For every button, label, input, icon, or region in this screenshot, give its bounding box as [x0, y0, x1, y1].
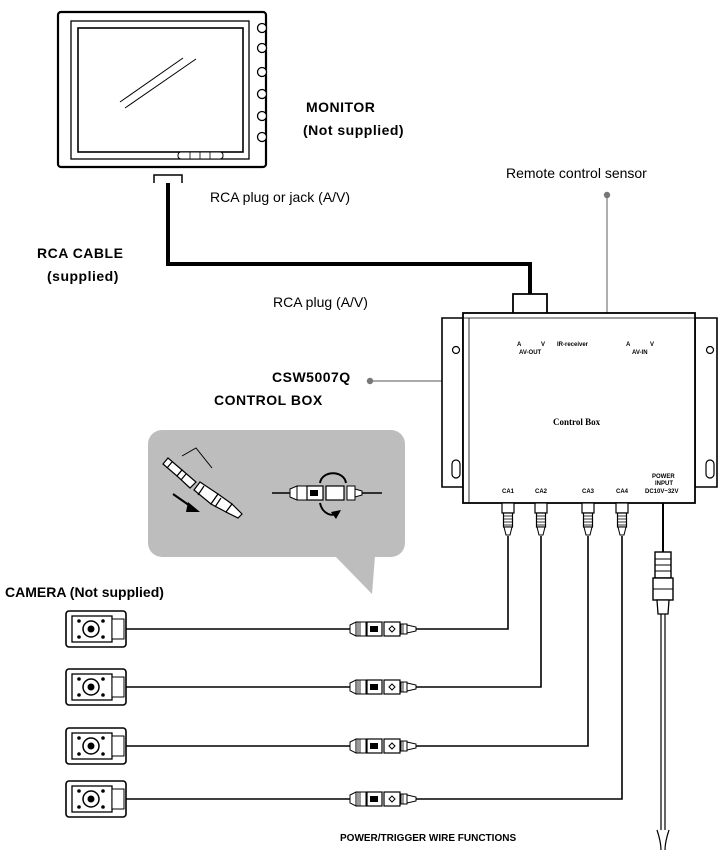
monitor-note: (Not supplied) [303, 122, 405, 138]
box-label-power-1: POWER [652, 474, 675, 480]
box-label-ca4: CA4 [616, 489, 629, 495]
power-plug-icon [652, 503, 674, 850]
box-label-v-right: V [650, 342, 655, 348]
box-label-title: Control Box [553, 417, 601, 427]
power-trigger-label: POWER/TRIGGER WIRE FUNCTIONS [340, 833, 517, 844]
monitor-icon [56, 10, 268, 169]
control-box-name: CONTROL BOX [214, 392, 323, 408]
camera-icon [65, 610, 127, 818]
box-label-a-right: A [626, 342, 631, 348]
box-label-ca2: CA2 [535, 489, 548, 495]
box-label-power-3: DC10V~32V [645, 489, 679, 495]
control-box-icon [441, 312, 718, 504]
rca-connector-icon [349, 621, 417, 807]
rca-cable-label: RCA CABLE [37, 245, 124, 261]
box-label-ca1: CA1 [502, 489, 515, 495]
box-label-av-out: AV-OUT [519, 350, 542, 356]
remote-sensor-label: Remote control sensor [506, 165, 647, 181]
camera-label: CAMERA (Not supplied) [5, 584, 164, 600]
rca-plug-label: RCA plug (A/V) [273, 294, 368, 310]
box-plugs [501, 502, 629, 536]
rca-plug-or-jack-label: RCA plug or jack (A/V) [210, 189, 351, 205]
box-label-a-left: A [517, 342, 522, 348]
control-box-model: CSW5007Q [272, 369, 351, 385]
box-label-ca3: CA3 [582, 489, 595, 495]
connection-callout [148, 430, 405, 594]
camera-cables [125, 536, 623, 800]
remote-sensor-leader [603, 191, 611, 318]
rca-cable-note: (supplied) [47, 268, 119, 284]
box-label-av-in: AV-IN [632, 350, 648, 356]
rotate-arrow-icon [319, 472, 347, 519]
box-label-v-left: V [541, 342, 546, 348]
rca-cable [153, 174, 548, 313]
box-label-ir-receiver: IR-receiver [557, 342, 589, 348]
monitor-label: MONITOR [306, 99, 376, 115]
box-label-power-2: INPUT [655, 481, 673, 487]
